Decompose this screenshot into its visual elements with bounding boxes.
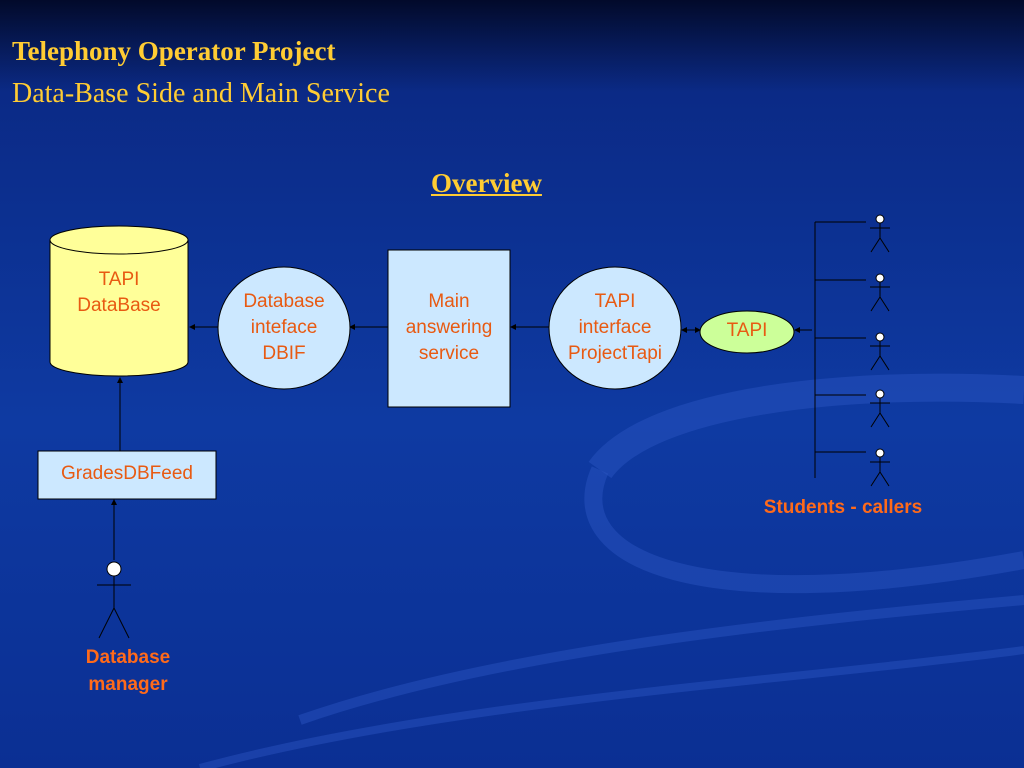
slide-subtitle: Data-Base Side and Main Service — [12, 78, 390, 109]
tapi-interface-label: TAPI interface ProjectTapi — [548, 289, 682, 367]
tapi-interface-line2: interface — [578, 317, 652, 338]
tapi-database-cylinder — [49, 225, 189, 377]
caller-figure — [870, 389, 890, 428]
database-manager-line1: Database — [85, 647, 171, 668]
main-service-line3: service — [418, 343, 480, 364]
connectors — [111, 221, 866, 560]
tapi-ellipse — [699, 310, 795, 354]
dbif-label-line3: DBIF — [262, 343, 306, 364]
tapi-interface-line1: TAPI — [594, 291, 636, 312]
background-swoosh — [198, 373, 1024, 768]
database-manager-figure — [97, 561, 131, 639]
database-label-line1: TAPI — [98, 269, 140, 290]
main-service-line2: answering — [405, 317, 493, 338]
database-manager-line2: manager — [88, 674, 168, 695]
slide-title: Telephony Operator Project — [12, 36, 336, 66]
dbif-label: Database inteface DBIF — [218, 289, 350, 367]
database-manager-label: Database manager — [48, 644, 208, 698]
grades-feed-box — [37, 450, 217, 500]
students-callers-label: Students - callers — [763, 497, 923, 518]
database-label: TAPI DataBase — [50, 267, 188, 319]
tapi-label: TAPI — [726, 320, 768, 341]
caller-figure — [870, 332, 890, 371]
database-label-line2: DataBase — [77, 295, 161, 316]
caller-figure — [870, 448, 890, 487]
main-service-label: Main answering service — [388, 289, 510, 367]
dbif-label-line2: inteface — [250, 317, 318, 338]
overview-heading: Overview — [431, 168, 542, 198]
grades-feed-label: GradesDBFeed — [60, 463, 193, 484]
tapi-interface-circle — [548, 266, 682, 390]
main-service-line1: Main — [428, 291, 470, 312]
dbif-circle — [217, 266, 351, 390]
caller-figure — [870, 214, 890, 253]
tapi-interface-line3: ProjectTapi — [568, 343, 662, 364]
caller-figure — [870, 273, 890, 312]
student-callers — [870, 214, 890, 487]
dbif-label-line1: Database — [243, 291, 325, 312]
main-service-box — [387, 249, 511, 408]
